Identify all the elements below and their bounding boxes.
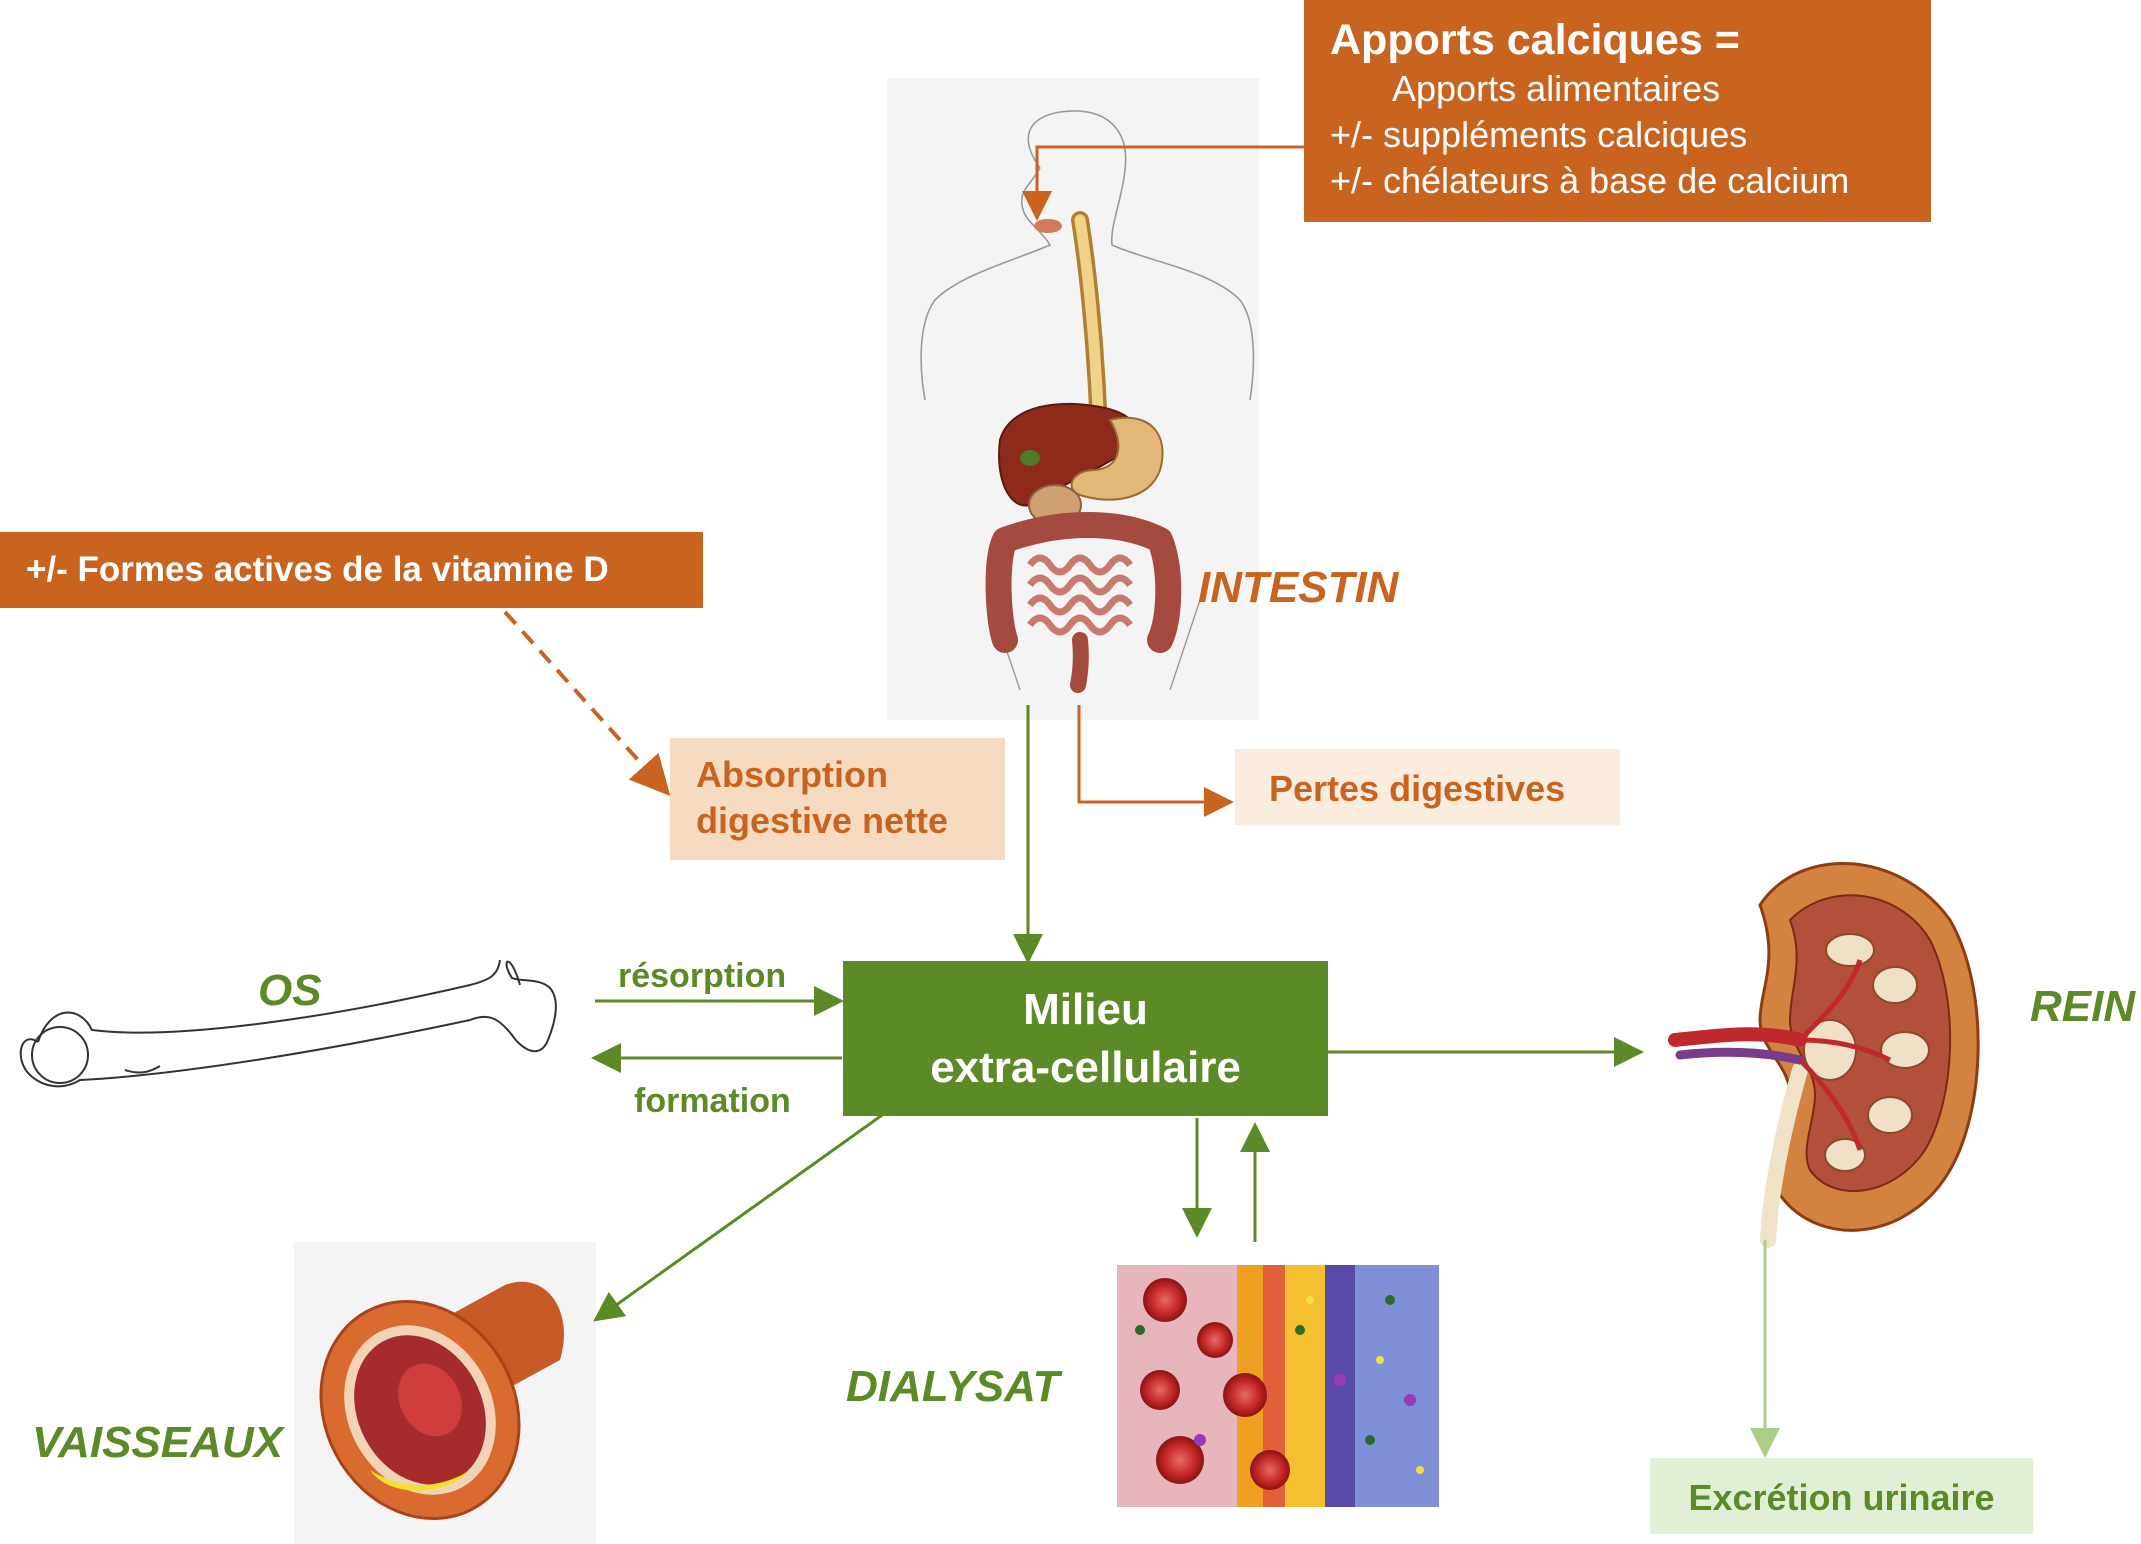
intestin-label: INTESTIN <box>1198 563 1399 612</box>
absorption-line-2: digestive nette <box>696 800 949 841</box>
excretion-box: Excrétion urinaire <box>1650 1458 2033 1534</box>
vitamine-d-box: +/- Formes actives de la vitamine D <box>0 532 703 608</box>
apports-line-2: +/- suppléments calciques <box>1330 114 1748 155</box>
apports-line-3: +/- chélateurs à base de calcium <box>1330 160 1850 201</box>
vitamine-d-label: +/- Formes actives de la vitamine D <box>26 550 609 589</box>
blood-vessel-illustration <box>294 1242 596 1544</box>
femur-bone-illustration <box>19 959 557 1088</box>
absorption-line-1: Absorption <box>696 754 888 795</box>
pertes-box: Pertes digestives <box>1235 749 1620 825</box>
apports-box: Apports calciques = Apports alimentaires… <box>1304 0 1931 222</box>
resorption-label: résorption <box>618 957 787 995</box>
arrow-vitamine-to-absorption <box>503 610 671 796</box>
dialysis-membrane-illustration <box>1117 1265 1439 1507</box>
milieu-line-1: Milieu <box>1023 985 1148 1034</box>
apports-line-1: Apports alimentaires <box>1392 68 1721 109</box>
excretion-label: Excrétion urinaire <box>1688 1477 1995 1518</box>
dialysat-label: DIALYSAT <box>846 1362 1060 1411</box>
milieu-box: Milieu extra-cellulaire <box>843 961 1328 1116</box>
absorption-box: Absorption digestive nette <box>670 738 1005 860</box>
arrow-to-pertes <box>1077 705 1234 817</box>
rein-label: REIN <box>2030 982 2136 1031</box>
kidney-illustration <box>1668 861 1980 1248</box>
digestive-system-illustration <box>887 78 1259 720</box>
apports-title: Apports calciques = <box>1330 16 1740 64</box>
vaisseaux-label: VAISSEAUX <box>32 1418 284 1467</box>
formation-label: formation <box>634 1082 791 1120</box>
pertes-label: Pertes digestives <box>1269 768 1566 809</box>
arrow-apports-to-mouth <box>1022 145 1304 221</box>
os-label: OS <box>258 966 322 1015</box>
milieu-line-2: extra-cellulaire <box>930 1043 1241 1092</box>
arrows <box>503 145 1780 1458</box>
arrow-milieu-to-vaisseaux <box>593 1111 886 1322</box>
